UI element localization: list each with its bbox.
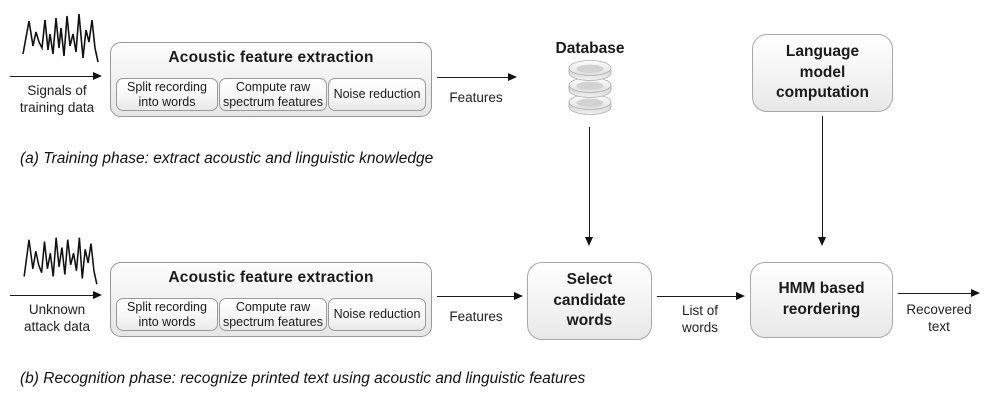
- caption-recognition-phase: (b) Recognition phase: recognize printed…: [20, 370, 586, 387]
- attack-input-arrow: [10, 290, 102, 299]
- training-features-label: Features: [449, 90, 503, 105]
- database-cylinder-icon: [568, 60, 612, 115]
- acoustic-panel-title: Acoustic feature extraction: [168, 49, 374, 66]
- step-noise-reduction: Noise reduction: [328, 78, 426, 111]
- training-input-arrow: [10, 71, 102, 80]
- recognition-features-label: Features: [449, 309, 503, 324]
- attack-input-label: Unknown attack data: [23, 302, 91, 334]
- step-compute-spectrum: Compute raw spectrum features: [219, 298, 327, 331]
- database-label: Database: [555, 40, 625, 57]
- training-input-label: Signals of training data: [19, 83, 95, 115]
- training-features-arrow: [437, 72, 517, 81]
- step-noise-reduction: Noise reduction: [328, 298, 426, 331]
- language-model-to-hmm-arrow: [818, 116, 826, 246]
- acoustic-steps-row: Split recording into words Compute raw s…: [116, 298, 426, 331]
- waveform-icon: [23, 237, 98, 285]
- step-split-recording: Split recording into words: [116, 78, 218, 111]
- language-model-computation-box: Language model computation: [752, 34, 893, 112]
- acoustic-steps-row: Split recording into words Compute raw s…: [116, 78, 426, 111]
- step-split-recording: Split recording into words: [116, 298, 218, 331]
- caption-training-phase: (a) Training phase: extract acoustic and…: [20, 150, 434, 167]
- recovered-text-label: Recovered text: [906, 302, 972, 334]
- list-of-words-arrow: [657, 291, 745, 300]
- step-compute-spectrum: Compute raw spectrum features: [219, 78, 327, 111]
- acoustic-feature-extraction-panel: Acoustic feature extraction Split record…: [110, 262, 432, 337]
- select-candidate-words-box: Select candidate words: [527, 262, 652, 340]
- list-of-words-label: List of words: [681, 303, 719, 335]
- acoustic-panel-title: Acoustic feature extraction: [168, 269, 374, 286]
- hmm-based-reordering-box: HMM based reordering: [750, 262, 893, 338]
- recovered-text-arrow: [898, 288, 980, 297]
- recognition-features-arrow: [437, 291, 523, 300]
- database-to-select-arrow: [585, 127, 593, 246]
- acoustic-feature-extraction-panel: Acoustic feature extraction Split record…: [110, 42, 432, 117]
- waveform-icon: [22, 13, 99, 63]
